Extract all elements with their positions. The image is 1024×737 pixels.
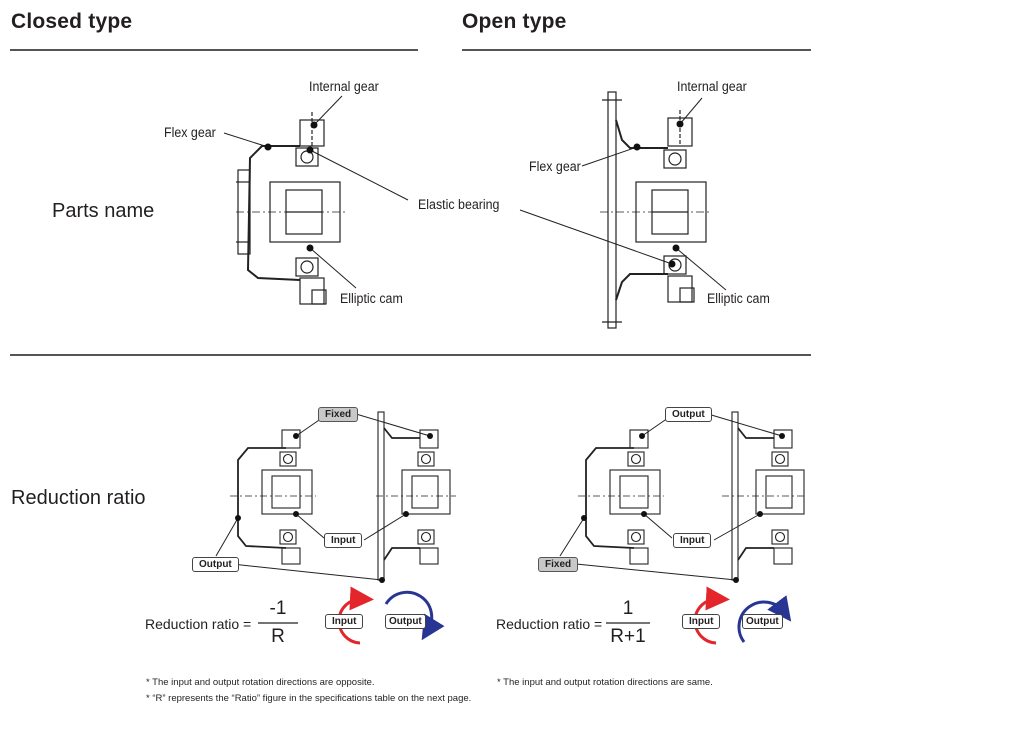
open-type-drawing <box>600 91 712 329</box>
reduction-formula-label-right: Reduction ratio = <box>496 616 603 632</box>
reduction-numerator-left: -1 <box>269 598 287 619</box>
note-opposite-direction: * The input and output rotation directio… <box>146 677 375 688</box>
output-arrow-tag-right: Output <box>742 614 783 629</box>
closed-heading-rule <box>10 49 418 51</box>
reduction-right-drawing <box>578 411 806 581</box>
open-type-heading: Open type <box>462 10 567 33</box>
open-elliptic-cam-label: Elliptic cam <box>707 291 770 306</box>
section-divider <box>10 354 811 356</box>
closed-flex-gear-label: Flex gear <box>164 125 216 140</box>
reduction-ratio-label: Reduction ratio <box>11 487 146 509</box>
note-r-ratio: * “R” represents the “Ratio” figure in t… <box>146 693 472 704</box>
parts-name-label: Parts name <box>52 200 155 222</box>
open-internal-gear-label: Internal gear <box>677 79 747 94</box>
closed-type-drawing <box>236 112 345 305</box>
input-arrow-tag-left: Input <box>325 614 364 629</box>
output-tag-left: Output <box>192 557 239 572</box>
open-flex-gear-label: Flex gear <box>529 159 581 174</box>
reduction-denominator-right: R+1 <box>610 626 646 647</box>
input-arrow-tag-right: Input <box>682 614 721 629</box>
output-rotation-arrow-left <box>384 590 445 641</box>
reduction-left-drawing <box>230 411 456 581</box>
note-same-direction: * The input and output rotation directio… <box>497 677 713 688</box>
fixed-tag-right: Fixed <box>538 557 579 572</box>
output-tag-right: Output <box>665 407 712 422</box>
reduction-numerator-right: 1 <box>622 598 634 619</box>
closed-internal-gear-label: Internal gear <box>309 79 379 94</box>
fixed-tag-left: Fixed <box>318 407 359 422</box>
reduction-formula-label-left: Reduction ratio = <box>145 616 252 632</box>
input-tag-left: Input <box>324 533 363 548</box>
output-rotation-arrow-right <box>737 595 792 643</box>
closed-elliptic-cam-label: Elliptic cam <box>340 291 403 306</box>
output-arrow-tag-left: Output <box>385 614 426 629</box>
elastic-bearing-label: Elastic bearing <box>418 197 500 212</box>
input-tag-right: Input <box>673 533 712 548</box>
open-heading-rule <box>462 49 811 51</box>
closed-type-heading: Closed type <box>11 10 133 33</box>
reduction-denominator-left: R <box>271 626 285 647</box>
